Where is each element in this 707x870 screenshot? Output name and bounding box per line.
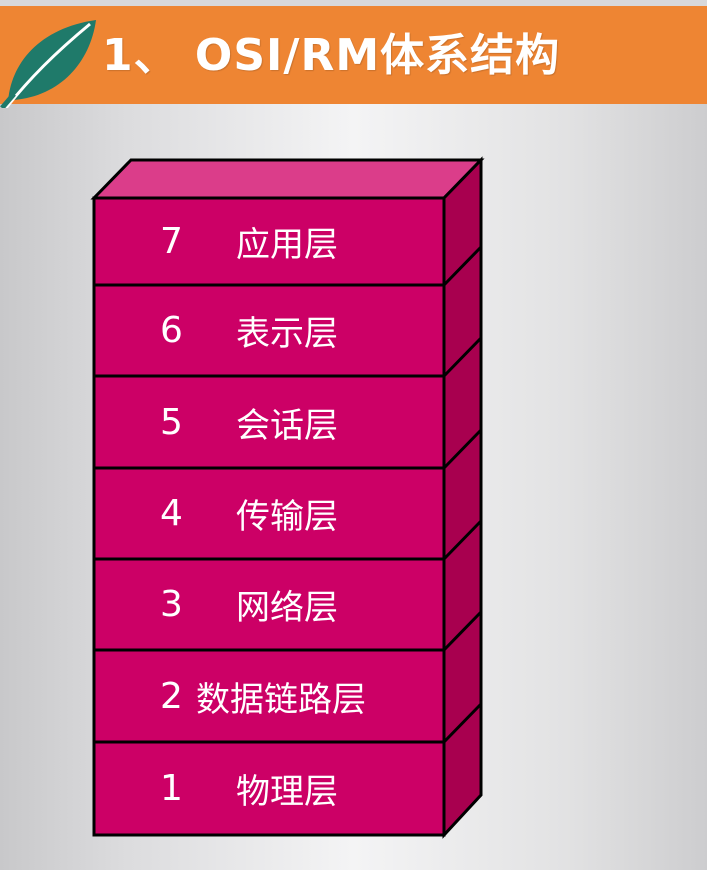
layer-number: 3 (160, 584, 183, 625)
layer-number: 4 (160, 493, 183, 534)
layer-1: 1 物理层 (96, 742, 444, 835)
layer-number: 6 (160, 310, 183, 351)
layer-name: 数据链路层 (196, 679, 366, 720)
stack-side-face (442, 156, 483, 839)
layer-name: 物理层 (236, 772, 338, 812)
title-banner (0, 6, 707, 104)
layer-box (92, 648, 446, 744)
layer-5: 5 会话层 (96, 376, 444, 468)
layer-6: 6 表示层 (96, 285, 444, 376)
layer-7: 7 应用层 (96, 198, 444, 285)
stack-top-face (90, 158, 485, 200)
layer-number: 2 (160, 675, 183, 717)
stack-side-dividers (442, 245, 483, 744)
layer-name: 表示层 (236, 314, 338, 354)
layer-box (92, 740, 446, 837)
layer-name: 会话层 (236, 405, 338, 446)
layer-2: 2 数据链路层 (96, 650, 444, 742)
layer-name: 传输层 (236, 497, 338, 537)
layer-3: 3 网络层 (96, 559, 444, 650)
page-title: 1、 OSI/RM体系结构 (102, 30, 561, 81)
layer-4: 4 传输层 (96, 468, 444, 559)
leaf-icon (0, 20, 96, 108)
layer-number: 1 (160, 768, 183, 809)
layer-box (92, 557, 446, 652)
layer-name: 网络层 (236, 588, 338, 628)
layer-number: 7 (160, 221, 183, 262)
top-strip (0, 0, 707, 6)
layer-number: 5 (160, 401, 183, 443)
layer-box (92, 283, 446, 378)
layer-name: 应用层 (236, 225, 338, 265)
